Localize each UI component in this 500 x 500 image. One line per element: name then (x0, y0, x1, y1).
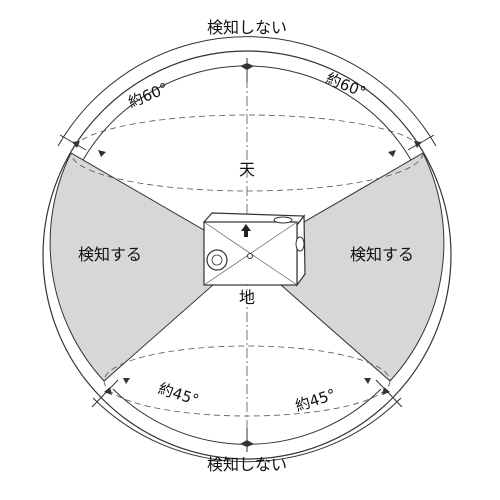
no-detect-bottom-arc (92, 397, 402, 463)
arrowheads (72, 63, 422, 447)
angle-upper-left-label: 約60° (125, 79, 170, 111)
detection-zone-left (49, 152, 248, 382)
ground-label: 地 (239, 288, 255, 307)
upper-ellipse (70, 114, 424, 192)
detect-right-label: 検知する (350, 245, 414, 264)
range-circle (42, 50, 452, 460)
no-detect-bottom-label: 検知しない (207, 455, 287, 474)
no-detect-top-label: 検知しない (207, 18, 287, 37)
lens-icon (206, 249, 228, 271)
top-button-icon (273, 216, 293, 224)
center-sensor-icon (247, 253, 253, 259)
no-detect-top-arc (57, 36, 437, 147)
side-button-icon (295, 236, 305, 252)
angle-lower-right-label: 約45° (293, 385, 338, 415)
sensor-device (202, 212, 306, 287)
up-arrow-icon (241, 224, 251, 237)
sky-label: 天 (239, 160, 255, 179)
lower-ellipse (103, 345, 391, 417)
angle-upper-right-label: 約60° (323, 69, 368, 101)
detect-left-label: 検知する (78, 245, 142, 264)
angle-lower-left-label: 約45° (156, 379, 201, 409)
detection-zone-right (246, 152, 445, 382)
